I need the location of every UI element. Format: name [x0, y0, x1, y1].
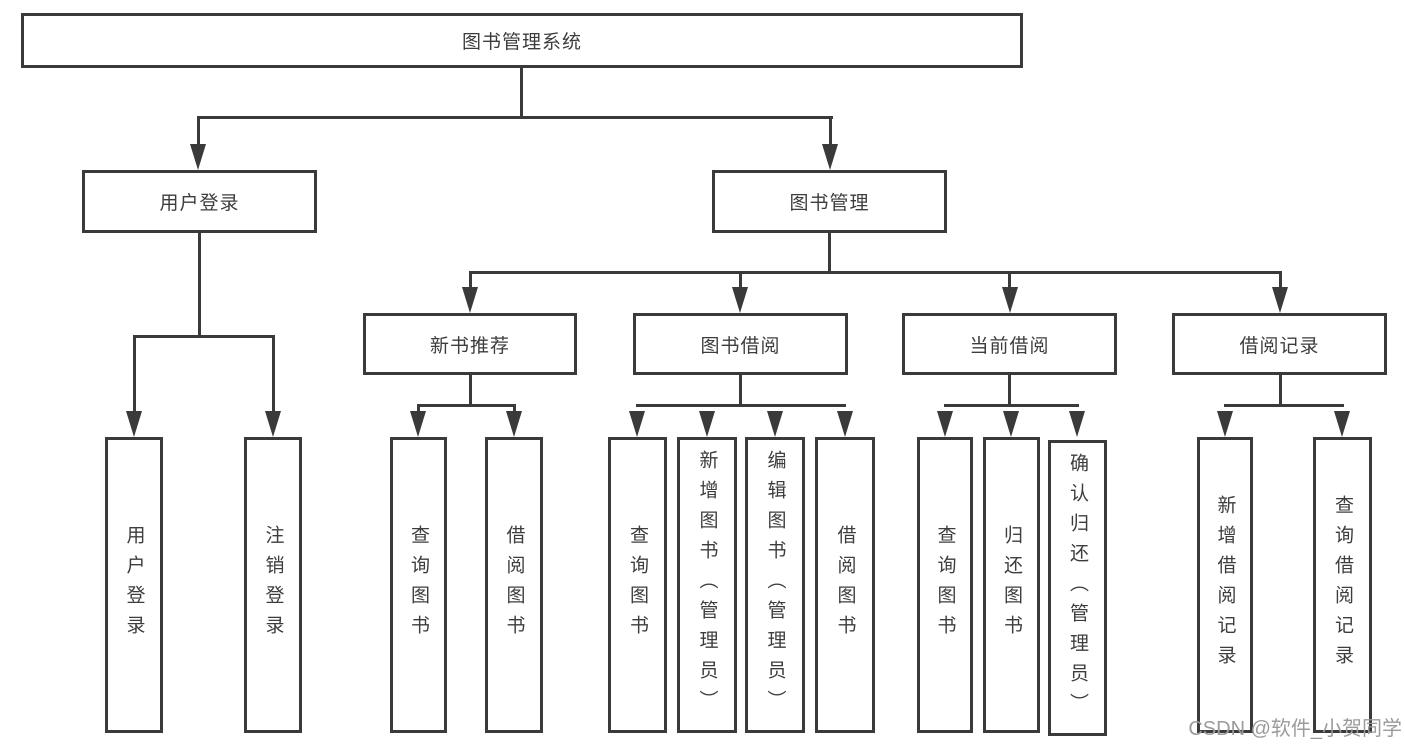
node-new-book-recommend: 新书推荐 — [363, 313, 577, 375]
connector-line — [469, 271, 472, 291]
node-current-borrowing: 当前借阅 — [902, 313, 1117, 375]
arrow-down-icon — [1069, 411, 1085, 437]
node-new-book-recommend-label: 新书推荐 — [429, 335, 510, 357]
connector-line — [197, 116, 833, 119]
node-user-login-label: 用户登录 — [159, 193, 240, 214]
arrow-down-icon — [1272, 287, 1288, 313]
leaf-user-login: 用户登录 — [105, 437, 163, 733]
arrow-down-icon — [265, 411, 281, 437]
arrow-down-icon — [767, 411, 783, 437]
arrow-down-icon — [1217, 411, 1233, 437]
arrow-down-icon — [462, 287, 478, 313]
leaf-bb-add-books-admin: 新增图书（管理员） — [677, 437, 737, 733]
leaf-nb-query-books-label: 查询图书 — [408, 525, 429, 645]
connector-line — [133, 335, 275, 338]
leaf-bb-borrow-books-label: 借阅图书 — [834, 525, 856, 645]
leaf-bb-query-books: 查询图书 — [608, 437, 667, 733]
connector-line — [739, 375, 742, 407]
connector-line — [198, 233, 201, 338]
arrow-down-icon — [190, 144, 206, 170]
arrow-down-icon — [837, 411, 853, 437]
leaf-cb-return-books: 归还图书 — [983, 437, 1040, 733]
leaf-logout-label: 注销登录 — [262, 525, 284, 645]
connector-line — [1279, 271, 1282, 291]
arrow-down-icon — [822, 144, 838, 170]
arrow-down-icon — [732, 287, 748, 313]
connector-line — [1279, 375, 1282, 407]
connector-line — [1224, 404, 1344, 407]
connector-line — [272, 335, 275, 415]
arrow-down-icon — [699, 411, 715, 437]
node-user-login: 用户登录 — [82, 170, 317, 233]
leaf-nb-query-books: 查询图书 — [390, 437, 447, 733]
connector-line — [944, 404, 1079, 407]
connector-line — [636, 404, 846, 407]
connector-line — [417, 404, 420, 416]
leaf-nb-borrow-books-label: 借阅图书 — [503, 525, 525, 645]
connector-line — [197, 116, 200, 148]
connector-line — [829, 116, 832, 148]
connector-line — [1008, 375, 1011, 407]
connector-line — [739, 271, 742, 291]
leaf-nb-borrow-books: 借阅图书 — [485, 437, 543, 733]
arrow-down-icon — [1003, 411, 1019, 437]
arrow-down-icon — [937, 411, 953, 437]
arrow-down-icon — [126, 411, 142, 437]
leaf-cb-query-books: 查询图书 — [917, 437, 973, 733]
leaf-br-query-record: 查询借阅记录 — [1313, 437, 1372, 733]
arrow-down-icon — [410, 411, 426, 437]
leaf-cb-confirm-return-admin-label: 确认归还（管理员） — [1067, 453, 1088, 723]
node-book-management: 图书管理 — [712, 170, 947, 233]
connector-line — [513, 404, 516, 416]
node-book-management-label: 图书管理 — [789, 193, 870, 214]
csdn-watermark: CSDN @软件_小贺同学 — [1188, 718, 1402, 740]
leaf-bb-query-books-label: 查询图书 — [627, 525, 648, 645]
arrow-down-icon — [1334, 411, 1350, 437]
node-book-borrowing-label: 图书借阅 — [700, 335, 781, 357]
leaf-bb-edit-books-admin: 编辑图书（管理员） — [745, 437, 805, 733]
node-borrow-records-label: 借阅记录 — [1239, 335, 1320, 357]
arrow-down-icon — [1002, 287, 1018, 313]
connector-line — [469, 271, 1282, 274]
node-root-label: 图书管理系统 — [461, 32, 582, 53]
node-borrow-records: 借阅记录 — [1172, 313, 1387, 375]
arrow-down-icon — [506, 411, 522, 437]
leaf-logout: 注销登录 — [244, 437, 302, 733]
leaf-cb-return-books-label: 归还图书 — [1001, 525, 1022, 645]
connector-line — [828, 233, 831, 274]
leaf-user-login-label: 用户登录 — [123, 525, 145, 645]
leaf-bb-borrow-books: 借阅图书 — [815, 437, 875, 733]
leaf-br-query-record-label: 查询借阅记录 — [1332, 495, 1353, 675]
connector-line — [1008, 271, 1011, 291]
leaf-cb-query-books-label: 查询图书 — [934, 525, 956, 645]
leaf-bb-add-books-admin-label: 新增图书（管理员） — [696, 450, 718, 720]
leaf-br-add-record-label: 新增借阅记录 — [1214, 495, 1236, 675]
leaf-br-add-record: 新增借阅记录 — [1197, 437, 1253, 733]
connector-line — [417, 404, 516, 407]
leaf-bb-edit-books-admin-label: 编辑图书（管理员） — [764, 450, 786, 720]
connector-line — [133, 335, 136, 415]
node-root: 图书管理系统 — [21, 13, 1023, 68]
node-book-borrowing: 图书借阅 — [633, 313, 848, 375]
connector-line — [469, 375, 472, 407]
connector-line — [520, 68, 523, 118]
node-current-borrowing-label: 当前借阅 — [969, 335, 1050, 357]
leaf-cb-confirm-return-admin: 确认归还（管理员） — [1048, 440, 1107, 736]
arrow-down-icon — [629, 411, 645, 437]
